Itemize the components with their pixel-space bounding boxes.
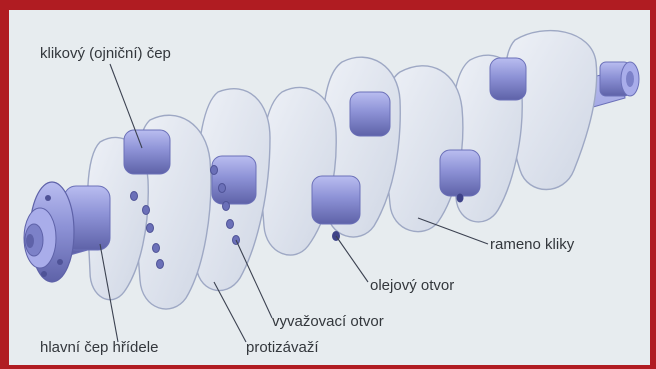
label-crank-web: rameno kliky bbox=[490, 236, 575, 253]
label-balance-hole: vyvažovací otvor bbox=[272, 313, 384, 330]
label-oil-hole: olejový otvor bbox=[370, 277, 454, 294]
oil-hole bbox=[457, 194, 464, 203]
crank-web-4 bbox=[262, 87, 337, 255]
leader-counterweight bbox=[214, 282, 246, 342]
balance-hole bbox=[223, 202, 230, 211]
balance-hole bbox=[147, 224, 154, 233]
balance-hole bbox=[157, 260, 164, 269]
balance-hole bbox=[219, 184, 226, 193]
leader-oil-hole bbox=[336, 236, 368, 282]
journal-5 bbox=[440, 150, 480, 196]
leader-balance-hole bbox=[236, 240, 272, 318]
balance-hole bbox=[131, 192, 138, 201]
balance-hole bbox=[153, 244, 160, 253]
balance-hole bbox=[227, 220, 234, 229]
rear-shaft-end bbox=[600, 62, 639, 96]
crankpin-journal bbox=[124, 130, 170, 174]
journal-6 bbox=[490, 58, 526, 100]
balance-hole bbox=[143, 206, 150, 215]
label-counterweight: protizávaží bbox=[246, 339, 319, 356]
journal-3 bbox=[312, 176, 360, 224]
label-crankpin: klikový (ojniční) čep bbox=[40, 45, 171, 62]
journal-4 bbox=[350, 92, 390, 136]
balance-hole bbox=[211, 166, 218, 175]
label-main-journal: hlavní čep hřídele bbox=[40, 339, 158, 356]
journal-2 bbox=[212, 156, 256, 204]
